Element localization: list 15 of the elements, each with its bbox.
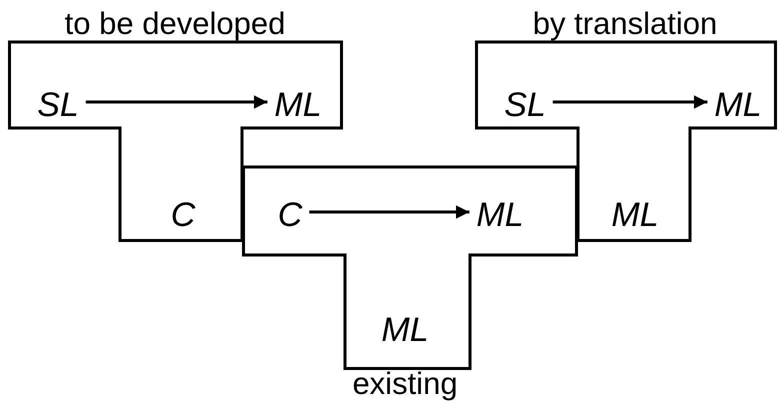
- caption-text: by translation: [532, 8, 718, 39]
- arrow: [552, 95, 708, 109]
- language-label: SL: [30, 88, 86, 122]
- caption-text: to be developed: [64, 8, 286, 39]
- caption-text: existing: [352, 368, 458, 399]
- language-label: ML: [707, 88, 769, 122]
- language-label: SL: [497, 88, 553, 122]
- language-label: ML: [267, 88, 329, 122]
- language-label: C: [164, 198, 202, 232]
- arrow: [309, 205, 470, 219]
- language-label: C: [270, 198, 310, 232]
- language-label: ML: [469, 198, 531, 232]
- language-label: ML: [604, 198, 666, 232]
- arrow: [86, 95, 268, 109]
- language-label: ML: [374, 313, 436, 347]
